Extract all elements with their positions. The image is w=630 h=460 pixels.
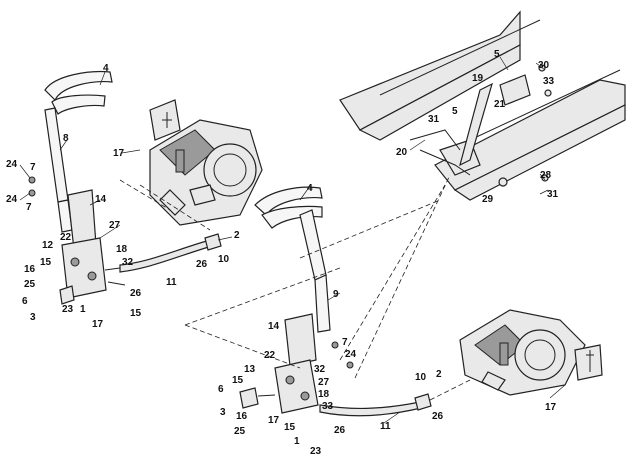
callout-11: 11 [166, 277, 177, 288]
callout-22: 22 [60, 232, 72, 243]
callout-15: 15 [232, 375, 244, 386]
callout-33: 33 [322, 401, 334, 412]
callout-10: 10 [415, 372, 427, 383]
callout-23: 23 [62, 304, 74, 315]
callout-labels: 4 8 24 7 24 7 14 27 22 12 18 16 15 32 25… [6, 49, 559, 457]
handle-center [239, 186, 432, 417]
callout-26: 26 [432, 411, 444, 422]
callout-30: 30 [538, 60, 550, 71]
callout-1: 1 [294, 436, 300, 447]
callout-18: 18 [318, 389, 330, 400]
callout-15: 15 [40, 257, 52, 268]
callout-28: 28 [540, 170, 552, 181]
callout-16: 16 [24, 264, 36, 275]
callout-9: 9 [333, 289, 339, 300]
callout-7: 7 [30, 162, 36, 173]
callout-8: 8 [63, 133, 69, 144]
callout-12: 12 [42, 240, 54, 251]
callout-15: 15 [130, 308, 142, 319]
callout-24: 24 [6, 159, 18, 170]
callout-5: 5 [452, 106, 458, 117]
callout-24: 24 [345, 349, 357, 360]
callout-24: 24 [6, 194, 18, 205]
callout-33: 33 [543, 76, 555, 87]
frame-rails [339, 10, 626, 201]
callout-17: 17 [545, 402, 557, 413]
callout-17: 17 [113, 148, 125, 159]
callout-6: 6 [22, 296, 28, 307]
callout-15: 15 [284, 422, 296, 433]
callout-32: 32 [122, 257, 134, 268]
callout-21: 21 [494, 99, 506, 110]
callout-26: 26 [196, 259, 208, 270]
callout-3: 3 [220, 407, 226, 418]
callout-22: 22 [264, 350, 276, 361]
callout-18: 18 [116, 244, 128, 255]
callout-26: 26 [130, 288, 142, 299]
callout-31: 31 [428, 114, 440, 125]
callout-17: 17 [92, 319, 104, 330]
callout-31: 31 [547, 189, 559, 200]
callout-19: 19 [472, 73, 484, 84]
callout-13: 13 [244, 364, 256, 375]
callout-3: 3 [30, 312, 36, 323]
callout-25: 25 [24, 279, 36, 290]
callout-11: 11 [380, 421, 391, 432]
callout-27: 27 [109, 220, 121, 231]
callout-2: 2 [436, 369, 442, 380]
callout-10: 10 [218, 254, 230, 265]
assembly-lines [119, 174, 471, 401]
callout-4: 4 [103, 63, 109, 74]
transaxle-upper [149, 99, 263, 226]
callout-4: 4 [307, 183, 313, 194]
callout-26: 26 [334, 425, 346, 436]
callout-32: 32 [314, 364, 326, 375]
callout-20: 20 [396, 147, 408, 158]
callout-14: 14 [95, 194, 107, 205]
callout-23: 23 [310, 446, 322, 457]
callout-14: 14 [268, 321, 280, 332]
leader-lines [19, 56, 566, 424]
transaxle-lower [459, 309, 603, 396]
callout-7: 7 [342, 337, 348, 348]
callout-27: 27 [318, 377, 330, 388]
callout-1: 1 [80, 304, 86, 315]
callout-17: 17 [268, 415, 280, 426]
callout-6: 6 [218, 384, 224, 395]
callout-2: 2 [234, 230, 240, 241]
callout-25: 25 [234, 426, 246, 437]
callout-29: 29 [482, 194, 494, 205]
handle-left [28, 70, 222, 305]
callout-5: 5 [494, 49, 500, 60]
callout-7: 7 [26, 202, 32, 213]
callout-16: 16 [236, 411, 248, 422]
